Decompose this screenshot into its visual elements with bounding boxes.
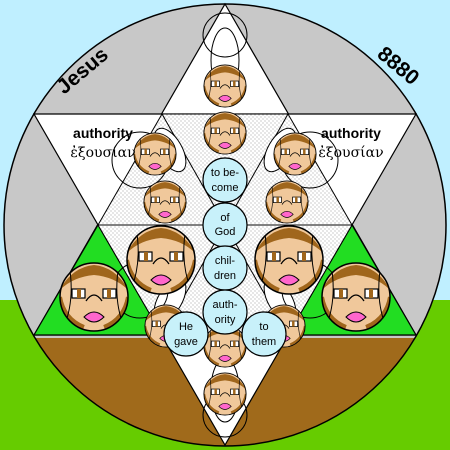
verse-bubble-3-line1: chil- xyxy=(215,255,236,267)
verse-bubble-4-line2: ority xyxy=(215,314,236,326)
verse-bubble-1-line2: come xyxy=(212,182,239,194)
verse-bubble-2-line1: of xyxy=(220,212,230,224)
verse-bubble-5-line1: He xyxy=(179,321,193,333)
verse-bubble-6: to them xyxy=(241,311,287,357)
right-authority-greek: ἐξουσίαν xyxy=(318,144,383,161)
verse-bubble-2: of God xyxy=(202,202,248,248)
right-authority-heading: authority xyxy=(321,125,381,141)
left-authority-heading: authority xyxy=(73,125,133,141)
verse-bubble-1: to be- come xyxy=(202,157,248,203)
verse-bubble-1-line1: to be- xyxy=(211,167,239,179)
verse-bubble-4-line1: auth- xyxy=(212,299,237,311)
verse-bubble-3-line2: dren xyxy=(214,270,236,282)
verse-bubble-3: chil- dren xyxy=(202,245,248,291)
left-authority-greek: ἐξουσίαν xyxy=(70,144,135,161)
verse-bubble-6-line2: them xyxy=(252,336,276,348)
verse-bubble-2-line2: God xyxy=(215,226,236,238)
verse-bubble-5: He gave xyxy=(163,311,209,357)
verse-bubble-4: auth- ority xyxy=(202,289,248,335)
verse-bubble-5-line2: gave xyxy=(174,336,198,348)
verse-bubble-6-line1: to xyxy=(259,321,268,333)
